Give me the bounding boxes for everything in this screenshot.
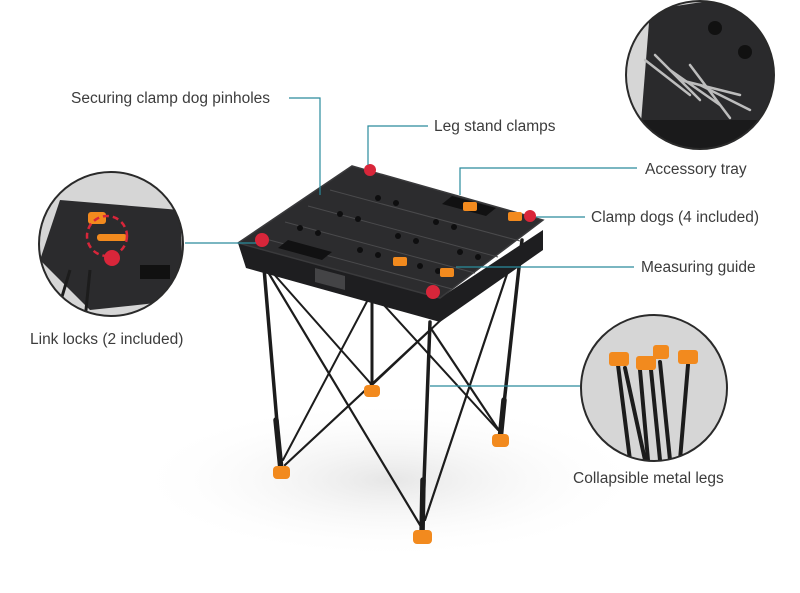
floor-shadow [130,400,650,560]
label-accessory-tray: Accessory tray [645,161,747,178]
label-clamp-dogs: Clamp dogs (4 included) [591,209,760,226]
clamp-dogs [393,202,522,277]
label-securing-clamp-dog-pinholes: Securing clamp dog pinholes [71,90,271,107]
leader-lines [185,97,637,387]
label-collapsible-metal-legs: Collapsible metal legs [573,470,724,487]
label-leg-stand-clamps: Leg stand clamps [434,118,556,135]
label-link-locks: Link locks (2 included) [30,331,184,348]
leg-stand-clamps [255,164,536,299]
label-measuring-guide: Measuring guide [641,259,756,276]
leg-feet [273,385,509,544]
zoom-link-locks [38,171,184,317]
table-top [236,164,545,322]
zoom-accessory-tray [625,0,775,150]
zoom-collapsible-legs [580,314,728,462]
